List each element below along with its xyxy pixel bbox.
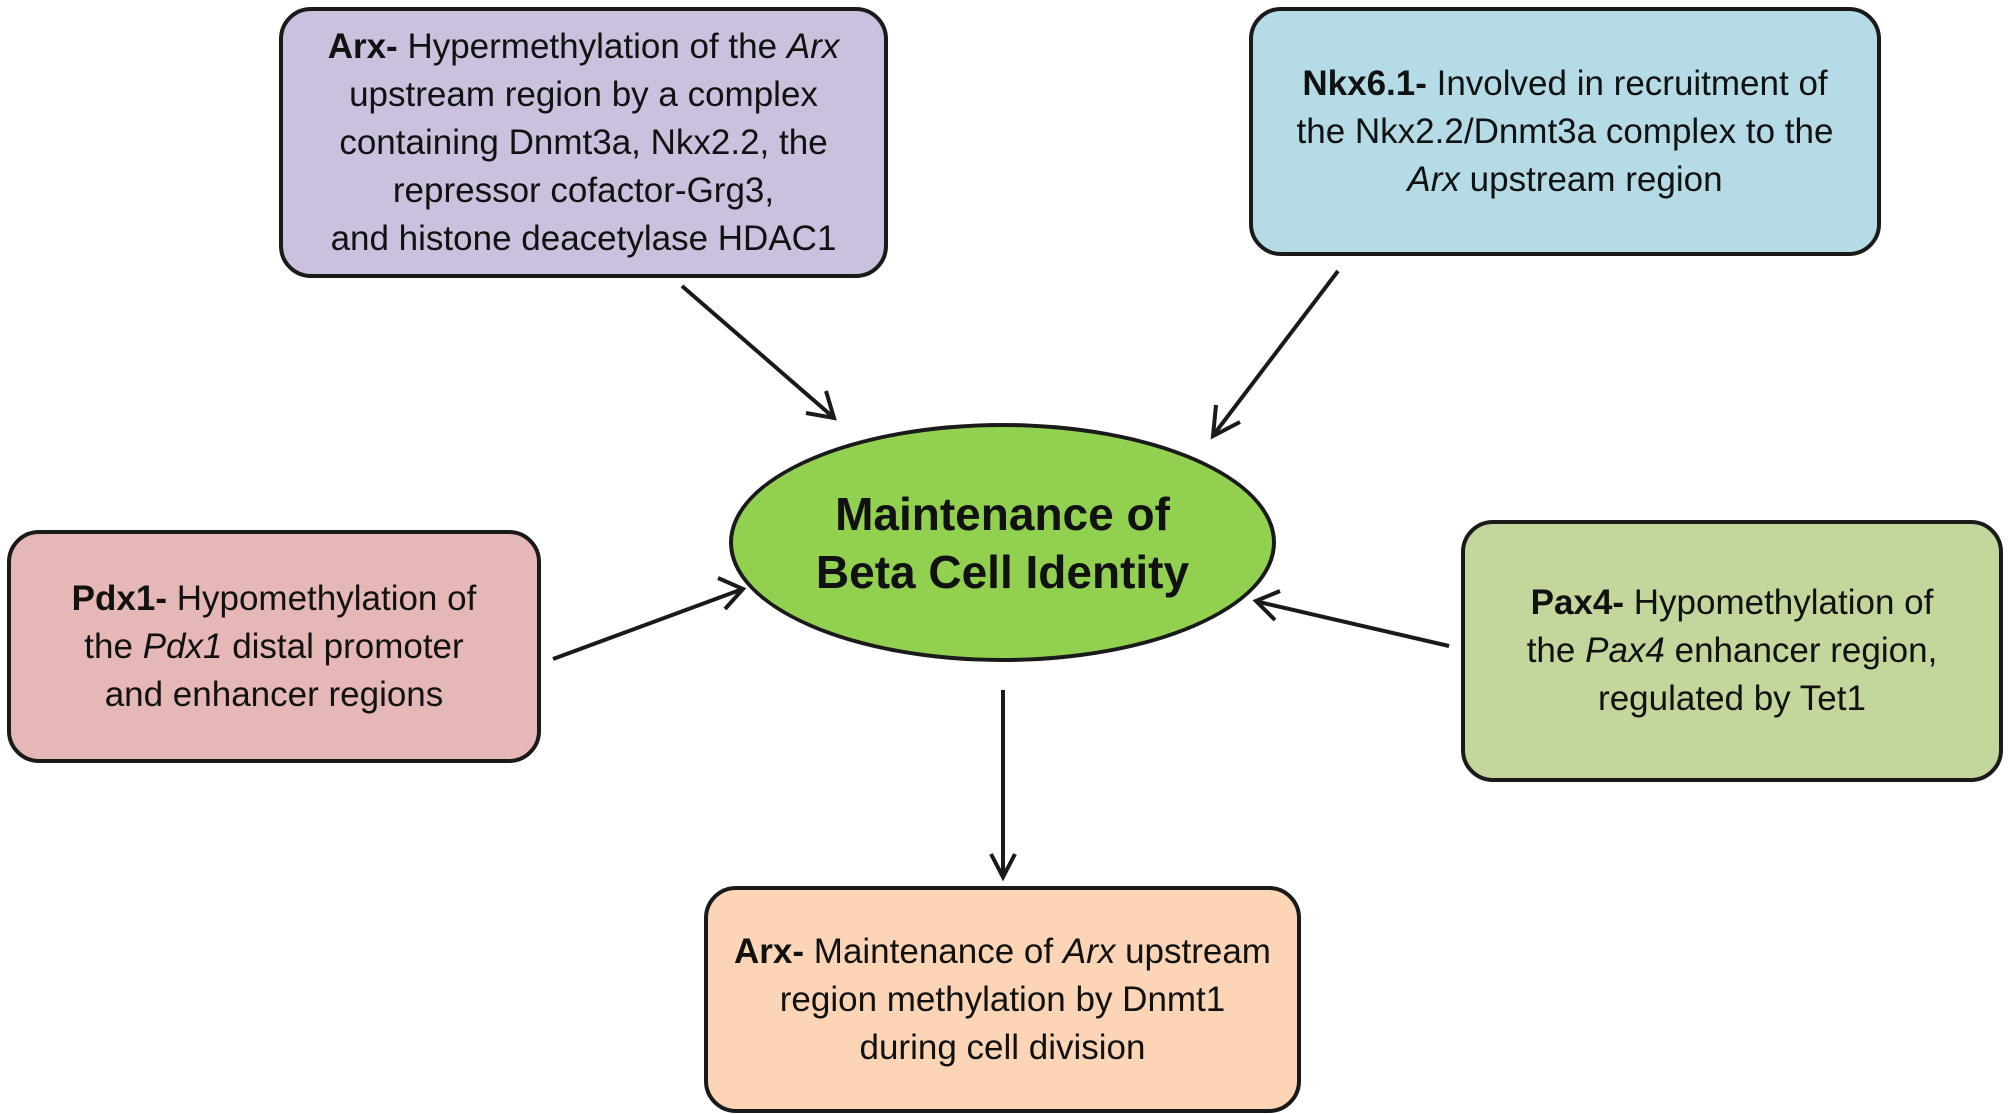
node-arx-maintenance: Arx- Maintenance of Arx upstream region … (704, 886, 1301, 1113)
node-arx-bottom-line-3: during cell division (859, 1027, 1146, 1067)
node-pax4-line-2-gene: Pax4 (1585, 631, 1665, 670)
node-pdx1-line-3: and enhancer regions (104, 674, 444, 714)
node-arx-hypermethylation: Arx- Hypermethylation of the Arx upstrea… (279, 7, 888, 278)
center-node-beta-cell-identity: Maintenance of Beta Cell Identity (729, 423, 1276, 662)
node-nkx-line-2: the Nkx2.2/Dnmt3a complex to the (1296, 111, 1834, 151)
node-arx-hypermethylation-text: Arx- Hypermethylation of the Arx upstrea… (328, 23, 840, 263)
center-node-line-2: Beta Cell Identity (815, 545, 1190, 598)
arrow-center-to-arx-bottom (989, 690, 1017, 882)
node-pax4-line-2-pre: the (1526, 631, 1586, 670)
node-nkx-line-3-text: upstream region (1459, 159, 1723, 199)
center-node-line-1: Maintenance of (835, 487, 1170, 540)
node-arx-maintenance-text: Arx- Maintenance of Arx upstream region … (734, 928, 1271, 1072)
node-pax4-line-2-post: enhancer region, (1664, 631, 1938, 670)
arrow-arx-top-to-center (680, 284, 837, 421)
node-pdx1-line-2-gene: Pdx1 (142, 626, 223, 666)
node-nkx-line-3: Arx upstream region (1297, 156, 1834, 204)
arrow-nkx-to-center (1210, 269, 1340, 440)
node-pdx1-line-2: the Pdx1 distal promoter (72, 623, 477, 671)
arrow-pax4-to-center (1252, 589, 1450, 648)
node-nkx-line-1-text: Involved in recruitment of (1426, 63, 1828, 103)
node-arx-bottom-line-1-gene: Arx (1062, 931, 1116, 971)
node-pdx1-text: Pdx1- Hypomethylation of the Pdx1 distal… (72, 575, 477, 719)
node-pdx1-line-2-pre: the (84, 626, 143, 666)
node-arx-top-line-1-text: Hypermethylation of the (397, 26, 787, 66)
node-pdx1-line-1: Pdx1- Hypomethylation of (72, 575, 477, 623)
node-arx-top-line-5: and histone deacetylase HDAC1 (330, 218, 837, 258)
node-pax4-title: Pax4- (1530, 583, 1625, 622)
arrow-pdx1-to-center (552, 576, 747, 661)
node-pax4-text: Pax4- Hypomethylation of the Pax4 enhanc… (1527, 579, 1938, 723)
node-arx-top-title: Arx- (327, 26, 398, 66)
node-pax4: Pax4- Hypomethylation of the Pax4 enhanc… (1461, 520, 2003, 782)
node-arx-bottom-title: Arx- (734, 931, 805, 971)
node-pax4-line-2: the Pax4 enhancer region, (1527, 627, 1938, 675)
node-nkx6-1-text: Nkx6.1- Involved in recruitment of the N… (1297, 60, 1834, 204)
node-pdx1-line-1-text: Hypomethylation of (166, 578, 477, 618)
node-arx-bottom-line-1-post: upstream (1115, 931, 1271, 971)
node-arx-top-line-1-gene: Arx (786, 26, 840, 66)
node-pdx1-line-2-post: distal promoter (222, 626, 464, 666)
node-arx-top-line-4: repressor cofactor-Grg3, (392, 170, 775, 210)
node-nkx-line-3-gene: Arx (1407, 159, 1460, 199)
node-nkx-line-1: Nkx6.1- Involved in recruitment of (1297, 60, 1834, 108)
node-pdx1-title: Pdx1- (71, 578, 167, 618)
node-arx-top-line-2: upstream region by a complex (349, 74, 818, 114)
node-arx-top-line-1: Arx- Hypermethylation of the Arx (328, 23, 840, 71)
node-arx-bottom-line-1-text: Maintenance of (804, 931, 1063, 971)
node-pdx1: Pdx1- Hypomethylation of the Pdx1 distal… (7, 530, 541, 763)
node-nkx6-1: Nkx6.1- Involved in recruitment of the N… (1249, 7, 1881, 256)
node-arx-top-line-3: containing Dnmt3a, Nkx2.2, the (339, 122, 828, 162)
node-pax4-line-3: regulated by Tet1 (1598, 679, 1866, 718)
node-arx-bottom-line-2: region methylation by Dnmt1 (779, 979, 1226, 1019)
node-pax4-line-1: Pax4- Hypomethylation of (1527, 579, 1938, 627)
node-pax4-line-1-text: Hypomethylation of (1624, 583, 1934, 622)
node-nkx-title: Nkx6.1- (1302, 63, 1427, 103)
node-arx-bottom-line-1: Arx- Maintenance of Arx upstream (734, 928, 1271, 976)
